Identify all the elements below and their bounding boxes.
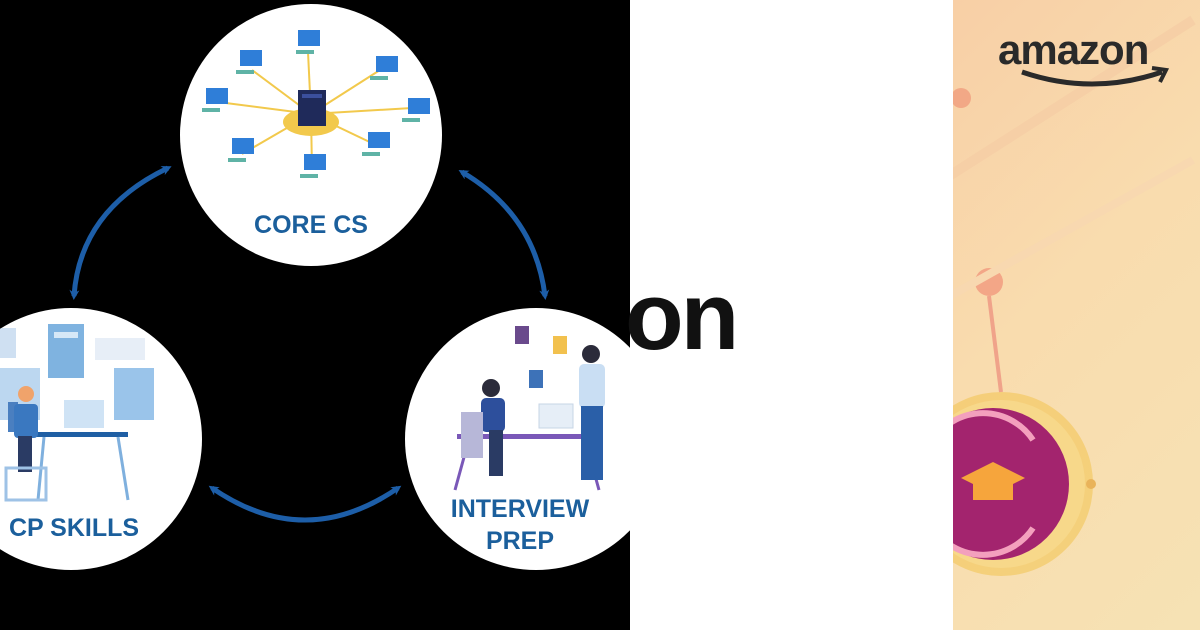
node-label-interview-prep-line2: PREP [485, 527, 555, 555]
developer-illustration [0, 324, 154, 502]
arrow-cp-to-interview [208, 485, 402, 523]
node-label-cp-skills: CP SKILLS [8, 514, 140, 542]
amazon-panel [953, 0, 1200, 630]
node-label-interview-prep-line1: INTERVIEW [450, 495, 590, 523]
node-interview-prep: INTERVIEW PREP [405, 308, 630, 570]
partial-heading-text: on [625, 263, 739, 370]
diagram-panel: CORE CS CP SKILLS [0, 0, 630, 630]
node-label-core-cs: CORE CS [254, 211, 368, 239]
node-cp-skills: CP SKILLS [0, 308, 202, 570]
amazon-logo: amazon [998, 26, 1149, 73]
amazon-smile-icon [1021, 66, 1170, 87]
cycle-arrows [69, 165, 550, 523]
arrow-core-to-interview [458, 169, 550, 300]
interview-illustration [453, 326, 605, 491]
node-core-cs: CORE CS [180, 4, 442, 266]
arrow-core-to-cp [69, 165, 172, 300]
network-illustration [202, 30, 430, 178]
middle-panel [630, 0, 953, 630]
decorative-network [953, 15, 1196, 576]
